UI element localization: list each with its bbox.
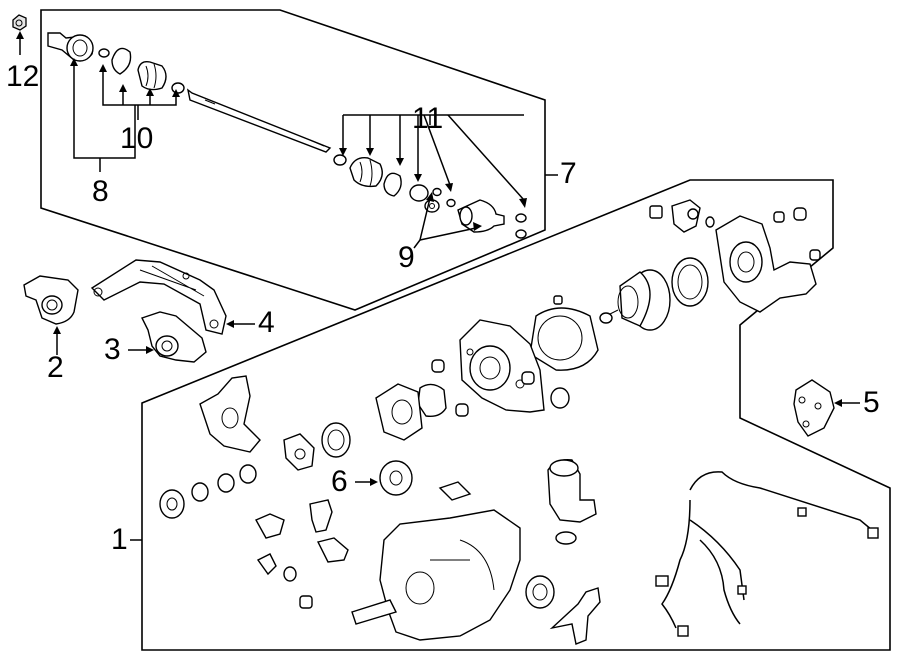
center-housing: [459, 319, 545, 413]
seal-ring-a: [191, 482, 209, 502]
callout-10: 10: [120, 122, 154, 155]
bearing-6: [379, 460, 413, 496]
callout-4: 4: [258, 306, 275, 339]
nut-12: [12, 14, 27, 31]
axle-shaft: [186, 88, 332, 153]
clip-ring-inner-2: [432, 187, 442, 197]
inner-cv-boot: [349, 157, 383, 188]
clutch-drum: [601, 269, 671, 331]
mount-bracket-2: [23, 275, 79, 325]
bushing-b: [793, 207, 807, 221]
washer-b: [299, 595, 313, 609]
clip-ring-small: [98, 48, 110, 58]
pinion-bearing: [159, 489, 185, 519]
actuator-o-ring: [555, 531, 577, 545]
callout-6: 6: [331, 465, 348, 498]
drain-plug: [309, 499, 333, 533]
bushing-c: [809, 249, 821, 261]
vent-plug: [255, 513, 285, 539]
sensor-top: [671, 199, 701, 233]
pump-cover: [375, 383, 423, 441]
boot-clamp-inner: [171, 82, 185, 94]
pin-top: [553, 295, 563, 305]
clip-ring-inner-4: [515, 213, 527, 223]
mount-bracket-5: [793, 379, 835, 437]
bushing-f: [521, 371, 535, 385]
side-seal: [525, 575, 555, 609]
wiring-harness: [655, 471, 879, 637]
axle-shaft-group-frame: [40, 9, 546, 311]
outer-cv-joint: [47, 32, 94, 62]
clip-ring-inner-3: [446, 198, 456, 208]
bushing-d: [431, 359, 445, 373]
shaft-small: [599, 312, 613, 324]
callout-11: 11: [412, 102, 444, 135]
inner-cv-housing: [457, 199, 505, 233]
clutch-housing: [529, 307, 599, 371]
sensor-block: [283, 433, 315, 471]
seal-ring-end: [515, 229, 527, 239]
boot-clamp-2: [383, 172, 402, 197]
differential-case: [351, 509, 521, 641]
seal-ring-c: [239, 464, 257, 484]
fill-plug: [256, 553, 277, 576]
gasket-ring: [550, 387, 570, 409]
callout-5: 5: [863, 386, 880, 419]
bracket-upper-left: [199, 375, 261, 453]
housing-cover-right: [715, 215, 817, 313]
oil-seal-large: [321, 422, 351, 458]
callout-1: 1: [111, 523, 128, 556]
o-ring-top: [705, 216, 715, 228]
callout-3: 3: [104, 333, 121, 366]
callout-2: 2: [47, 351, 64, 384]
outer-cv-boot: [137, 60, 167, 91]
actuator-motor: [547, 459, 597, 523]
clip-ring-inner-1: [333, 154, 347, 166]
gasket-plate: [417, 383, 447, 418]
clutch-disc: [671, 257, 709, 307]
bushing-a: [773, 211, 785, 223]
shift-fork: [549, 587, 601, 645]
callout-9: 9: [398, 241, 415, 274]
bushing-e: [455, 403, 469, 417]
temperature-sensor: [316, 537, 349, 563]
small-block: [649, 205, 663, 219]
seal-ring-b: [217, 473, 235, 493]
callout-8: 8: [92, 175, 109, 208]
boot-clamp-3: [409, 184, 429, 202]
mount-bracket-3: [141, 311, 207, 363]
washer-a: [283, 566, 297, 582]
boot-clamp-outer: [111, 47, 132, 75]
clip-piece: [438, 481, 472, 501]
differential-assembly-frame: [141, 179, 891, 651]
crossmember-4: [90, 259, 227, 335]
callout-7: 7: [560, 157, 577, 190]
callout-12: 12: [6, 60, 40, 93]
